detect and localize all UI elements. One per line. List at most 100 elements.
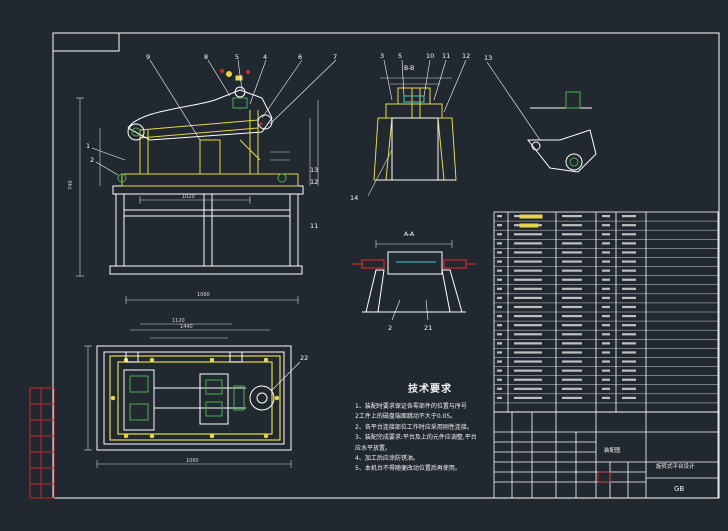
svg-text:1120: 1120: [172, 318, 185, 324]
parts-list-cell-text: [602, 351, 610, 354]
parts-list-cell-text: [602, 369, 610, 372]
parts-list-cell-text: [497, 224, 502, 227]
parts-list-cell-text: [497, 333, 502, 336]
technical-requirement-line: 2工件上的磁盘端面跳动不大于0.05。: [355, 413, 457, 421]
revision-stamp: [29, 387, 55, 499]
callout-8: 8: [204, 53, 208, 61]
callout-9: 9: [146, 53, 150, 61]
parts-list-cell-text: [622, 315, 636, 318]
svg-text:2: 2: [388, 324, 392, 332]
parts-list-cell-text: [622, 333, 636, 336]
front-view: 9 8 5 4 6 7 1 2 13 12 11 1020 1060 740: [68, 53, 337, 304]
drawing-frame: [52, 32, 720, 499]
parts-list-cell-text: [514, 315, 542, 318]
parts-list-cell-text: [602, 296, 610, 300]
parts-list-cell-text: [514, 287, 542, 290]
parts-list-cell-text: [562, 287, 582, 290]
section-view-a: A-A 2 21: [352, 231, 476, 332]
parts-list-cell-text: [602, 260, 610, 263]
callout-12: 12: [310, 178, 318, 186]
dim-overall-width: 1060: [197, 292, 210, 298]
parts-list-cell-text: [622, 305, 636, 309]
callout-1: 1: [86, 142, 90, 150]
parts-list-cell-text: [602, 278, 610, 281]
parts-list-cell-text: [514, 233, 542, 236]
svg-text:3: 3: [380, 52, 384, 60]
parts-list-cell-text: [602, 342, 610, 345]
parts-list-cell-text: [562, 378, 582, 381]
parts-list-cell-text: [514, 278, 542, 281]
svg-text:10: 10: [426, 52, 434, 60]
technical-requirements-title: 技术要求: [408, 384, 452, 395]
parts-list-cell-text: [622, 378, 636, 381]
svg-text:1020: 1020: [182, 194, 195, 200]
parts-list-cell-text: [497, 287, 502, 290]
parts-list-cell-text: [514, 342, 542, 345]
section-b-label: B-B: [404, 65, 414, 72]
parts-list-cell-text: [622, 387, 636, 390]
parts-list-cell-text: [562, 233, 582, 236]
parts-list-cell-text: [602, 251, 610, 254]
parts-list-cell-text: [562, 278, 582, 281]
parts-list-cell-text: [562, 296, 582, 300]
parts-list-cell-text: [497, 351, 502, 354]
parts-list-cell-text: [497, 315, 502, 318]
section-a-label: A-A: [404, 231, 415, 238]
title-block: 装配图 旋转式平台设计 GB: [493, 411, 719, 499]
technical-requirement-line: 应水平放置。: [355, 444, 392, 452]
parts-list-cell-text: [562, 396, 582, 400]
parts-list-cell-text: [514, 396, 542, 400]
parts-list-cell-text: [622, 251, 636, 254]
parts-list-cell-text: [602, 324, 610, 327]
parts-list-cell-text: [562, 305, 582, 309]
parts-list-cell-text: [622, 287, 636, 290]
parts-list-cell-text: [622, 369, 636, 372]
parts-list-cell-text: [497, 378, 502, 381]
callout-5: 5: [235, 53, 239, 61]
parts-list-cell-text: [562, 369, 582, 372]
parts-list-cell-text: [514, 296, 542, 300]
callout-4: 4: [263, 53, 267, 61]
title-code: GB: [674, 485, 684, 493]
plan-view: 22 1060 1440 1120: [84, 318, 308, 468]
parts-list-cell-text: [622, 233, 636, 236]
parts-list-cell-text: [497, 305, 502, 309]
parts-list-cell-text: [562, 251, 582, 254]
parts-list-cell-text: [514, 369, 542, 372]
title-drawing-name: 旋转式平台设计: [656, 462, 695, 470]
technical-requirements: 技术要求 1、装配时要求保证各零部件的位置与序号 2工件上的磁盘端面跳动不大于0…: [355, 380, 505, 475]
parts-list-cell-text: [562, 333, 582, 336]
parts-list-cell-text: [497, 387, 502, 390]
svg-text:5: 5: [398, 52, 402, 60]
parts-list-cell-text: [622, 360, 636, 363]
parts-list-cell-text: [622, 224, 636, 227]
parts-list-cell-text: [497, 396, 502, 400]
parts-list-cell-text: [562, 342, 582, 345]
callout-7: 7: [333, 53, 337, 61]
parts-list-cell-text: [602, 378, 610, 381]
parts-list-cell-text: [562, 242, 582, 245]
parts-list-cell-text: [514, 351, 542, 354]
callout-11: 11: [310, 222, 318, 230]
parts-list-cell-text: [497, 233, 502, 236]
parts-list-cell-text: [514, 324, 542, 327]
parts-list-cell-text: [622, 296, 636, 300]
parts-list-cell-text: [562, 315, 582, 318]
technical-requirement-line: 1、装配时要求保证各零部件的位置与序号: [355, 403, 467, 410]
svg-text:14: 14: [350, 194, 358, 202]
parts-list-cell-text: [497, 360, 502, 363]
parts-list-cell-text: [602, 396, 610, 400]
parts-list-cell-text: [602, 387, 610, 390]
parts-list-cell-text: [602, 215, 610, 218]
parts-list-cell-text: [602, 224, 610, 227]
technical-requirement-line: 4、加工后应涂防锈油。: [355, 455, 419, 463]
parts-list-cell-text: [562, 387, 582, 390]
svg-text:22: 22: [300, 354, 308, 362]
svg-text:11: 11: [442, 52, 450, 60]
parts-list-cell-text: [602, 305, 610, 309]
parts-list-cell-text: [514, 251, 542, 254]
svg-text:12: 12: [462, 52, 470, 60]
parts-list: [493, 211, 719, 413]
parts-list-cell-text: [622, 324, 636, 327]
